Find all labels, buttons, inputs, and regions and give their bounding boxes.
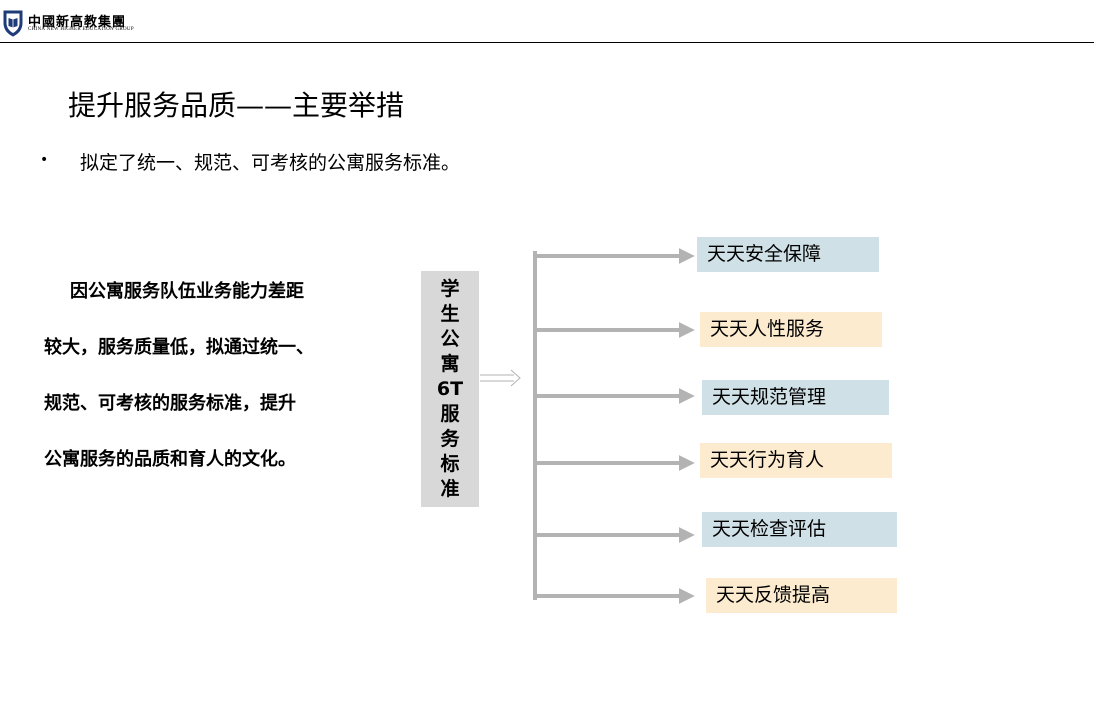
item-humane-service: 天天人性服务	[700, 312, 882, 347]
standard-box-text: 学 生 公 寓 6T 服 务 标 准	[421, 277, 479, 502]
standard-char: 寓	[440, 353, 460, 375]
standard-char: 学	[440, 278, 460, 300]
header-divider	[0, 42, 1094, 43]
standard-char: 生	[440, 303, 460, 325]
paragraph-line: 因公寓服务队伍业务能力差距	[70, 281, 304, 302]
item-behavior-education: 天天行为育人	[700, 443, 892, 478]
standard-char: 务	[440, 428, 460, 450]
standard-box: 学 生 公 寓 6T 服 务 标 准	[421, 271, 479, 507]
paragraph-line: 规范、可考核的服务标准，提升	[44, 393, 296, 414]
bullet-marker: •	[40, 152, 49, 168]
description-paragraph: 因公寓服务队伍业务能力差距 较大，服务质量低，拟通过统一、 规范、可考核的服务标…	[44, 264, 364, 488]
hollow-arrow-icon	[480, 369, 521, 387]
standard-char: 准	[440, 478, 460, 500]
paragraph-line: 公寓服务的品质和育人的文化。	[44, 449, 296, 470]
standard-char: 服	[440, 403, 460, 425]
item-inspection-evaluation: 天天检查评估	[702, 512, 897, 547]
paragraph-line: 较大，服务质量低，拟通过统一、	[44, 337, 314, 358]
brand-name-cn: 中國新高教集團	[28, 15, 127, 30]
item-feedback-improvement: 天天反馈提高	[706, 578, 897, 613]
subtitle: 拟定了统一、规范、可考核的公寓服务标准。	[80, 152, 461, 174]
standard-char: 公	[440, 328, 460, 350]
page-title: 提升服务品质——主要举措	[68, 89, 405, 122]
item-standard-management: 天天规范管理	[702, 380, 889, 415]
item-safety: 天天安全保障	[697, 237, 879, 272]
shield-book-icon	[3, 10, 23, 37]
brand-name-en: CHINA NEW HIGHER EDUCATION GROUP	[28, 27, 134, 32]
standard-char: 6T	[436, 378, 464, 400]
standard-char: 标	[440, 453, 460, 475]
